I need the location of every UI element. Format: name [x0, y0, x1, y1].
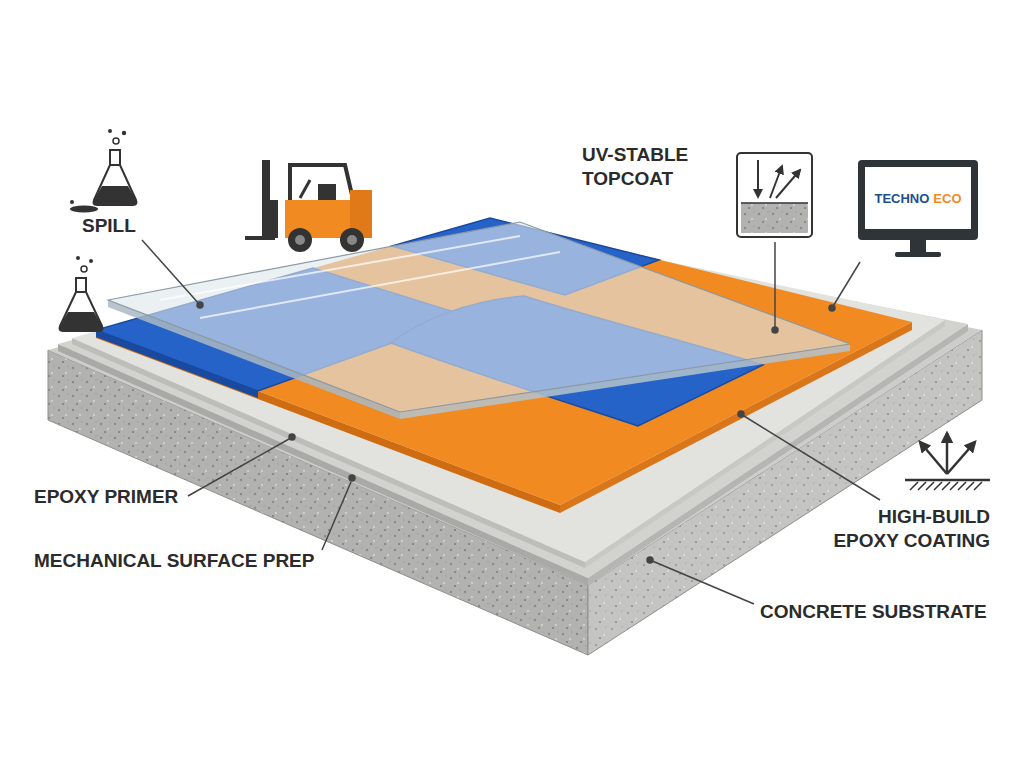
leader-lines-part	[322, 482, 351, 550]
leader-lines-part	[289, 434, 295, 440]
leader-lines-part	[744, 416, 880, 500]
uv-reflection-icon-part	[757, 160, 759, 197]
leader-lines-part	[772, 327, 778, 333]
layer-label: EPOXY PRIMER	[34, 485, 178, 509]
epoxy-coating-layer	[96, 218, 912, 513]
epoxy-coating-layer-part	[96, 218, 912, 505]
spill-flask-icon-part	[122, 131, 126, 135]
uv-topcoat-layer	[108, 222, 850, 419]
screen-logo: TECHNO ECO	[865, 167, 971, 229]
spill-flask-icon-part	[70, 206, 98, 213]
forklift-icon-part	[262, 160, 270, 240]
forklift-icon-part	[318, 184, 336, 200]
leader-lines-part	[650, 560, 754, 604]
leader-lines-part	[197, 302, 203, 308]
spill-flask-icon-part	[93, 186, 136, 205]
forklift-icon-part	[300, 180, 310, 198]
chemical-flask-icon-part	[76, 256, 80, 260]
forklift-icon-part	[295, 235, 305, 245]
leader-lines-part	[738, 411, 744, 417]
durability-icon	[905, 433, 990, 490]
forklift-icon	[245, 160, 372, 252]
leader-lines-part	[647, 557, 653, 563]
forklift-icon-part	[270, 200, 278, 238]
logo-word: TECHNO	[874, 191, 929, 206]
spill-flask-icon-part	[93, 165, 136, 205]
layer-label: CONCRETE SUBSTRATE	[760, 600, 987, 624]
leader-lines-part	[774, 242, 776, 330]
durability-icon-part	[920, 442, 947, 474]
uv-topcoat-layer-part	[108, 222, 850, 412]
spill-flask-icon-part	[110, 150, 120, 165]
monitor-icon-part	[895, 252, 941, 257]
chemical-flask-icon-part	[89, 259, 93, 263]
leader-lines-part	[829, 305, 835, 311]
spill-flask-icon-part	[108, 129, 112, 133]
monitor-icon-part	[858, 160, 978, 240]
monitor-icon	[858, 160, 978, 257]
spill-flask-icon-part	[113, 138, 119, 144]
leader-lines-part	[349, 475, 355, 481]
chemical-flask-icon-part	[59, 292, 102, 331]
primer-layer	[72, 222, 945, 568]
spill-flask-icon	[70, 129, 137, 213]
forklift-icon-part	[347, 235, 357, 245]
layer-label-box: UV-STABLE TOPCOAT	[582, 143, 722, 191]
chemical-flask-icon-part	[59, 312, 102, 331]
uv-reflection-icon	[737, 153, 812, 237]
layer-label-box: MECHANICAL SURFACE PREP	[34, 549, 314, 573]
leader-lines	[142, 240, 880, 604]
durability-icon-part	[905, 479, 990, 482]
layer-label: UV-STABLE TOPCOAT	[582, 143, 722, 191]
logo-word: ECO	[933, 191, 961, 206]
forklift-icon-part	[340, 228, 364, 252]
uv-reflection-icon-part	[776, 170, 800, 198]
durability-icon-part	[946, 433, 949, 474]
uv-reflection-icon-part	[741, 203, 808, 233]
layer-label-box: CONCRETE SUBSTRATE	[760, 600, 987, 624]
monitor-icon-part	[910, 240, 926, 252]
layer-label: SPILL	[82, 214, 136, 238]
leader-lines-part	[832, 262, 860, 308]
durability-icon-part	[947, 442, 975, 474]
uv-reflection-icon-part	[741, 202, 808, 204]
forklift-icon-part	[288, 228, 312, 252]
chemical-flask-icon	[59, 256, 102, 331]
durability-icon-part	[910, 482, 982, 490]
layer-label-box: HIGH-BUILD EPOXY COATING	[820, 505, 990, 553]
layer-label-box: SPILL	[82, 214, 136, 238]
layer-label-box: EPOXY PRIMER	[34, 485, 178, 509]
layer-label: MECHANICAL SURFACE PREP	[34, 549, 314, 573]
leader-lines-part	[188, 439, 289, 496]
chemical-flask-icon-part	[81, 266, 87, 272]
layer-label: HIGH-BUILD EPOXY COATING	[820, 505, 990, 553]
chemical-flask-icon-part	[76, 278, 86, 292]
uv-reflection-icon-part	[737, 153, 812, 237]
monitor-icon-part	[865, 167, 971, 229]
leader-lines-part	[142, 240, 200, 305]
primer-layer-part	[72, 222, 945, 562]
spill-flask-icon-part	[70, 200, 74, 204]
